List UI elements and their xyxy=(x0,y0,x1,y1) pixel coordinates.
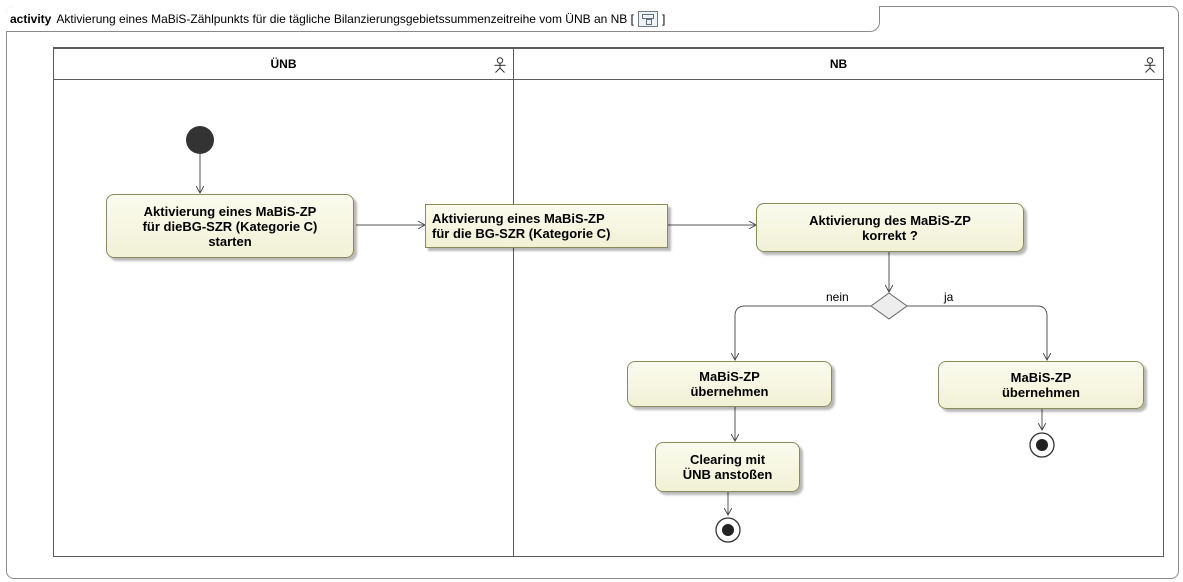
diagram-frame xyxy=(6,6,1179,579)
actor-icon xyxy=(494,57,506,73)
guard-label-ja: ja xyxy=(944,290,954,304)
flow-decision-nein xyxy=(735,305,871,360)
diagram-title: Aktivierung eines MaBiS-Zählpunkts für d… xyxy=(56,11,634,26)
diagram-header: activity Aktivierung eines MaBiS-Zählpun… xyxy=(6,6,880,32)
action-take-over-nein[interactable]: MaBiS-ZP übernehmen xyxy=(627,361,832,407)
swimlane-title-uenb: ÜNB xyxy=(270,57,297,71)
diagram-keyword: activity xyxy=(10,11,52,26)
activity-final-node xyxy=(715,517,741,543)
action-clearing[interactable]: Clearing mit ÜNB anstoßen xyxy=(655,442,800,492)
initial-node xyxy=(186,126,214,154)
guard-label-nein: nein xyxy=(826,290,849,304)
swimlane-title-nb: NB xyxy=(829,57,848,71)
action-start-activation[interactable]: Aktivierung eines MaBiS-ZP für dieBG-SZR… xyxy=(106,194,354,258)
diagram-title-suffix: ] xyxy=(661,11,666,26)
action-take-over-ja[interactable]: MaBiS-ZP übernehmen xyxy=(938,361,1144,409)
decision-node xyxy=(870,292,908,320)
swimlane-header-nb: NB xyxy=(514,49,1163,80)
activity-final-node xyxy=(1029,432,1055,458)
actor-icon xyxy=(1144,57,1156,73)
swimlane-nb: NB xyxy=(513,47,1164,557)
flow-decision-ja xyxy=(907,305,1047,360)
swimlane-header-uenb: ÜNB xyxy=(54,49,513,80)
diagram-icon xyxy=(637,10,658,27)
object-node-activation[interactable]: Aktivierung eines MaBiS-ZP für die BG-SZ… xyxy=(425,204,668,248)
action-check-activation[interactable]: Aktivierung des MaBiS-ZP korrekt ? xyxy=(756,203,1024,252)
